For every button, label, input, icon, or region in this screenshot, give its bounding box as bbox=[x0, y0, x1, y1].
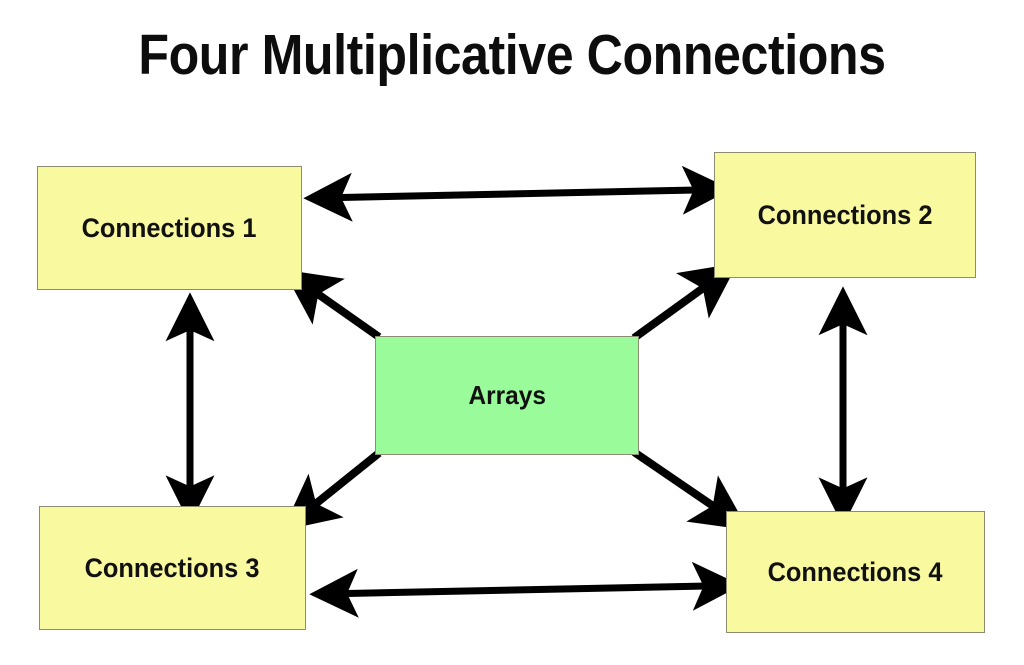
node-connections-4[interactable]: Connections 4 bbox=[726, 511, 985, 633]
edge-arrays-conn4 bbox=[631, 448, 749, 531]
edge-arrays-conn2 bbox=[631, 263, 738, 342]
node-connections-2[interactable]: Connections 2 bbox=[714, 152, 976, 278]
node-arrays[interactable]: Arrays bbox=[375, 336, 639, 455]
edge-conn3-conn4 bbox=[309, 561, 742, 618]
node-connections-2-label: Connections 2 bbox=[757, 199, 933, 230]
node-connections-1[interactable]: Connections 1 bbox=[37, 166, 302, 290]
page-title: Four Multiplicative Connections bbox=[138, 23, 886, 87]
node-connections-3-label: Connections 3 bbox=[85, 552, 260, 583]
node-connections-4-label: Connections 4 bbox=[768, 556, 943, 587]
edge-arrays-conn1 bbox=[282, 269, 382, 341]
node-arrays-label: Arrays bbox=[468, 380, 546, 410]
edge-conn1-conn2 bbox=[303, 165, 732, 222]
node-connections-1-label: Connections 1 bbox=[82, 212, 257, 243]
node-connections-3[interactable]: Connections 3 bbox=[39, 506, 306, 630]
edge-arrays-conn3 bbox=[282, 449, 382, 531]
